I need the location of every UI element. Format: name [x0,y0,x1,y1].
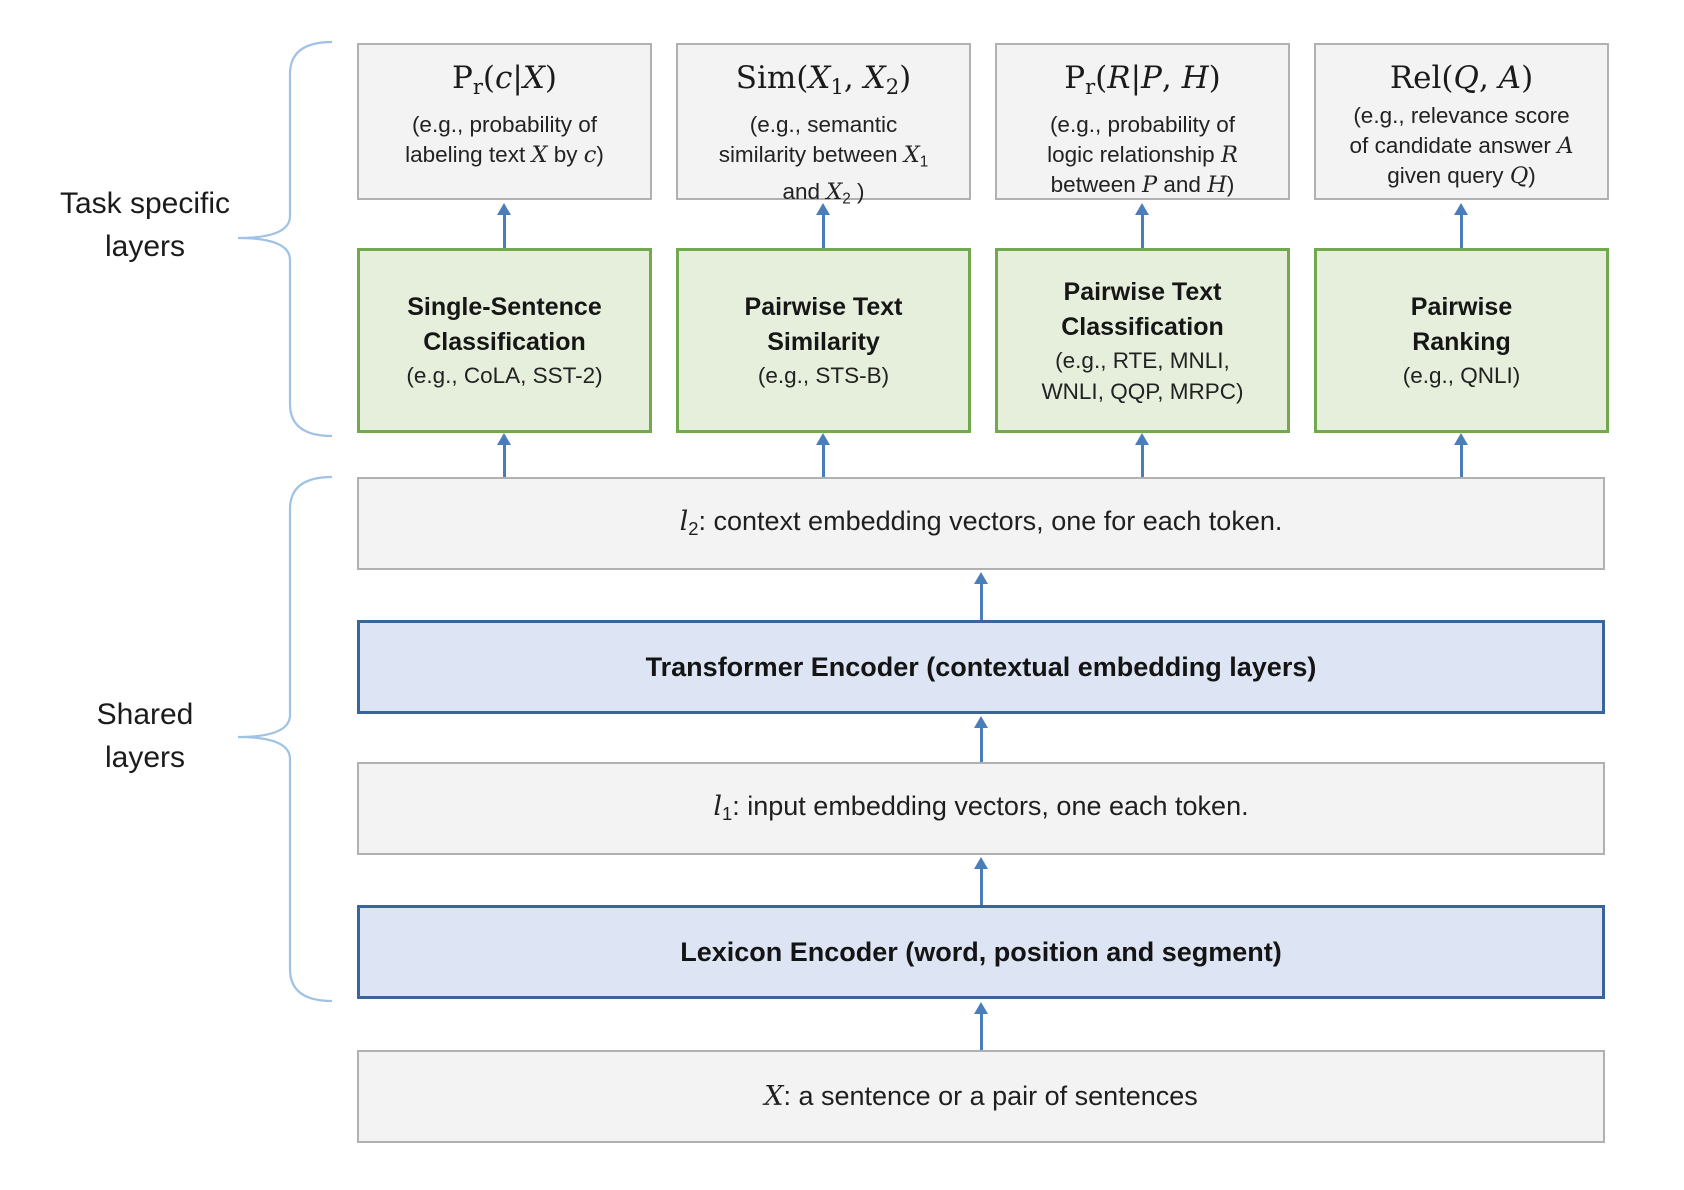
shared-layers-label: Shared layers [25,693,265,779]
task-example-line: (e.g., CoLA, SST-2) [406,363,603,388]
lexicon-encoder-label: Lexicon Encoder (word, position and segm… [680,936,1282,967]
task-title-line: Similarity [767,328,880,356]
lexicon-encoder-bar: Lexicon Encoder (word, position and segm… [357,905,1605,999]
shared-layers-line1: Shared [96,698,194,731]
task-box-pairwise-text-similarity: Pairwise Text Similarity (e.g., STS-B) [676,248,971,433]
task-example-line: WNLI, QQP, MRPC) [1041,378,1244,404]
formula-description-line: between P and H) [1050,171,1235,198]
formula-description-line: similarity between X1 [718,141,929,171]
formula-description-line: labeling text X by c) [405,141,604,168]
task-box-single-sentence-classification: Single-Sentence Classification (e.g., Co… [357,248,652,433]
formula-description-line: (e.g., semantic [749,111,898,137]
task-title-line: Pairwise [1410,293,1513,321]
up-arrow [974,857,987,905]
up-arrow [974,716,987,762]
up-arrow [816,433,829,477]
task-box-pairwise-text-classification: Pairwise Text Classification (e.g., RTE,… [995,248,1290,433]
up-arrow [1135,203,1148,248]
task-specific-brace [237,40,333,438]
transformer-encoder-bar: Transformer Encoder (contextual embeddin… [357,620,1605,714]
formula-pr-c-x: Pr(c|X) [451,60,558,99]
task-title-line: Single-Sentence [407,293,602,321]
task-example-line: (e.g., RTE, MNLI, [1055,347,1230,373]
formula-sim-x1-x2: Sim(X1, X2) [735,60,912,99]
up-arrow [1135,433,1148,477]
formula-description-line: (e.g., probability of [1049,111,1236,137]
formula-description-line: (e.g., probability of [411,111,598,137]
formula-description-line: (e.g., relevance score [1353,103,1570,128]
formula-pr-r-p-h: Pr(R|P, H) [1064,60,1221,99]
l1-input-embedding-bar: l1: input embedding vectors, one each to… [357,762,1605,855]
up-arrow [497,433,510,477]
task-title-line: Classification [423,328,586,356]
task-title-line: Classification [1061,312,1224,341]
up-arrow [816,203,829,248]
shared-layers-line2: layers [104,741,186,774]
task-title-line: Ranking [1412,328,1511,356]
task-example-line: (e.g., STS-B) [757,363,890,388]
task-specific-layers-line2: layers [104,230,186,263]
shared-layers-brace [237,475,333,1003]
output-box-similarity-score: Sim(X1, X2) (e.g., semantic similarity b… [676,43,971,207]
transformer-encoder-label: Transformer Encoder (contextual embeddin… [645,651,1317,682]
formula-description-line: logic relationship R [1047,141,1238,168]
task-specific-layers-line1: Task specific [59,187,231,220]
l2-context-embedding-bar: l2: context embedding vectors, one for e… [357,477,1605,570]
task-example-line: (e.g., QNLI) [1402,363,1521,388]
task-box-pairwise-ranking: Pairwise Ranking (e.g., QNLI) [1314,248,1609,433]
output-box-relation-probability: Pr(R|P, H) (e.g., probability of logic r… [995,43,1290,200]
task-title-line: Pairwise Text [1063,277,1222,306]
up-arrow [497,203,510,248]
output-box-classification-probability: Pr(c|X) (e.g., probability of labeling t… [357,43,652,200]
l2-bar-text: l2: context embedding vectors, one for e… [679,506,1283,540]
formula-description-line: and X2 ) [782,179,865,208]
task-specific-layers-label: Task specific layers [25,182,265,268]
task-title-line: Pairwise Text [744,293,903,321]
output-box-relevance-score: Rel(Q, A) (e.g., relevance score of cand… [1314,43,1609,200]
formula-rel-q-a: Rel(Q, A) [1389,60,1534,96]
up-arrow [974,572,987,620]
formula-description-line: given query Q) [1387,163,1536,189]
input-sentence-bar: X: a sentence or a pair of sentences [357,1050,1605,1143]
up-arrow [1454,433,1467,477]
up-arrow [1454,203,1467,248]
l1-bar-text: l1: input embedding vectors, one each to… [713,791,1249,825]
input-bar-text: X: a sentence or a pair of sentences [764,1081,1198,1112]
formula-description-line: of candidate answer A [1349,133,1574,159]
up-arrow [974,1002,987,1050]
